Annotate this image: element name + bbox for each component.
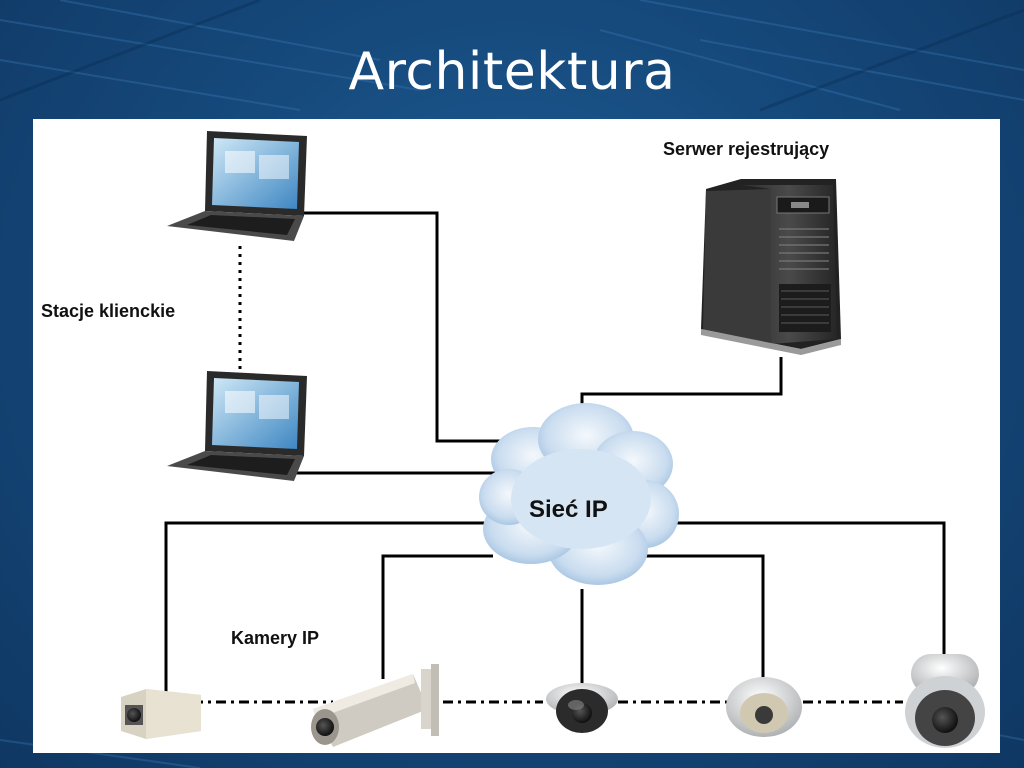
cameras-label: Kamery IP	[231, 628, 319, 648]
camera-5-link	[673, 521, 946, 659]
box-camera-icon	[121, 689, 201, 739]
clients-label: Stacje klienckie	[41, 301, 175, 321]
diagram-canvas: Serwer rejestrujący Stacje klienckie Sie…	[41, 131, 985, 748]
laptop-top-link	[295, 211, 503, 443]
camera-4-link	[633, 554, 765, 684]
laptop-icon	[167, 131, 307, 241]
bullet-camera-icon	[311, 664, 439, 747]
camera-2-link	[381, 554, 493, 679]
speed-dome-camera-icon	[905, 654, 985, 748]
server-label: Serwer rejestrujący	[663, 139, 829, 159]
laptop-icon	[167, 371, 307, 481]
dome-camera-icon	[546, 683, 618, 733]
camera-1-link	[164, 521, 493, 694]
server-icon	[701, 179, 841, 355]
slide-title: Architektura	[348, 42, 676, 102]
network-cloud-icon	[479, 403, 679, 585]
network-label: Sieć IP	[529, 496, 608, 523]
dome-camera-icon	[726, 677, 802, 737]
architecture-diagram: Serwer rejestrujący Stacje klienckie Sie…	[33, 119, 1000, 753]
